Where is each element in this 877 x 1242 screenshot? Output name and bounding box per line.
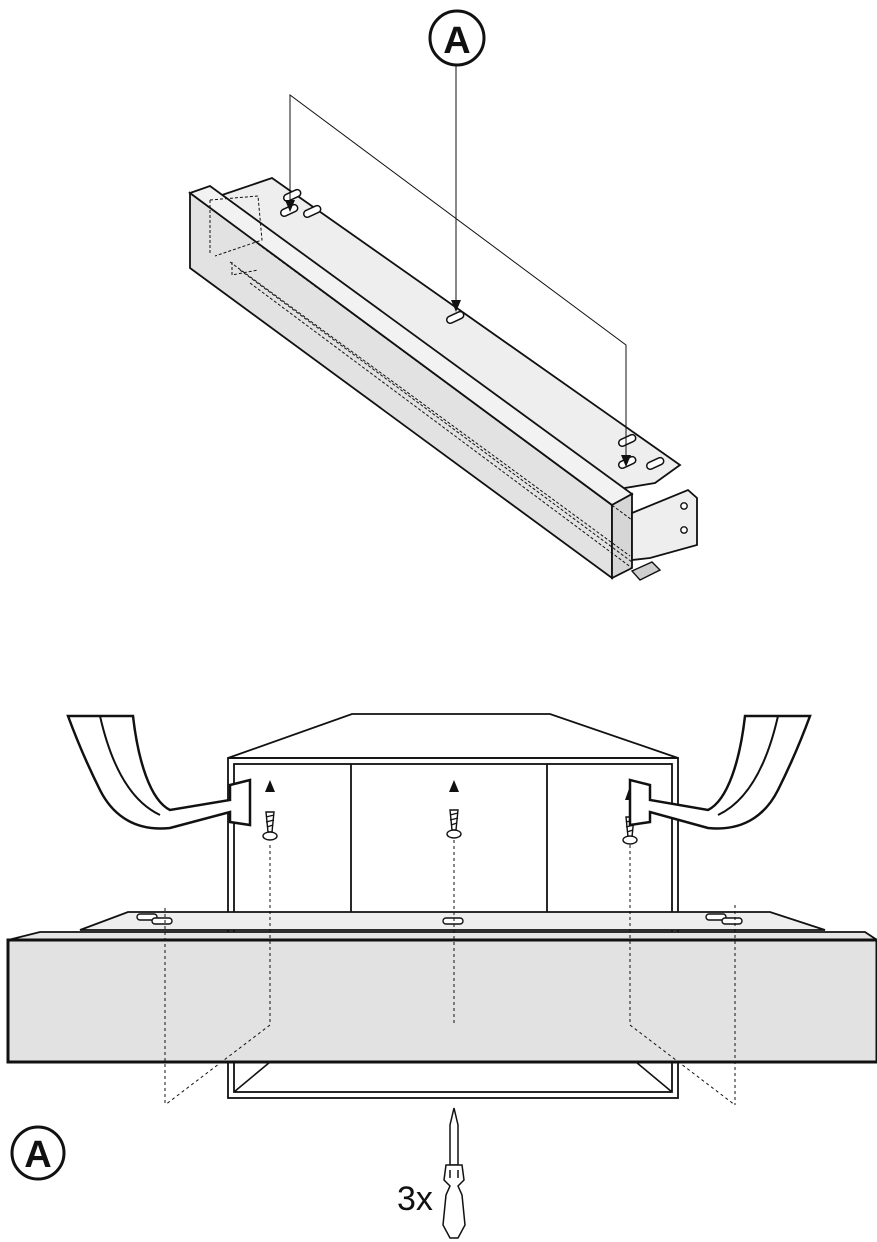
arrow-up-icon [449, 780, 459, 792]
screw-icon [446, 809, 462, 839]
guide-lines [164, 840, 736, 1106]
strip-front-face [6, 938, 877, 1064]
bottom-illustration: 3x A [6, 713, 877, 1239]
callout-a-top-label: A [443, 20, 470, 62]
peel-tape-arrow-icon [628, 714, 812, 830]
callout-a-top: A [428, 9, 486, 67]
leader-lines [289, 65, 627, 460]
screw-icon [262, 811, 278, 841]
leader-arrowheads [285, 200, 631, 467]
hidden-lines [209, 195, 633, 569]
cabinet-top [227, 713, 679, 759]
cabinet-base [233, 1061, 673, 1093]
callout-a-bottom: A [10, 1125, 66, 1181]
strip-slots [136, 913, 743, 925]
end-bracket [631, 488, 698, 562]
screwdriver-icon [442, 1107, 466, 1239]
callout-a-bottom-label: A [24, 1134, 51, 1176]
top-illustration: A [188, 9, 698, 581]
profile-top-face [188, 184, 634, 507]
bottom-tab [630, 561, 662, 581]
arrow-up-icons [265, 780, 635, 800]
flange-slots [279, 188, 665, 471]
quantity-label: 3x [397, 1180, 433, 1218]
peel-tape-arrow-icon [66, 714, 252, 830]
arrow-up-icon [265, 780, 275, 792]
screw-icons [262, 809, 638, 845]
